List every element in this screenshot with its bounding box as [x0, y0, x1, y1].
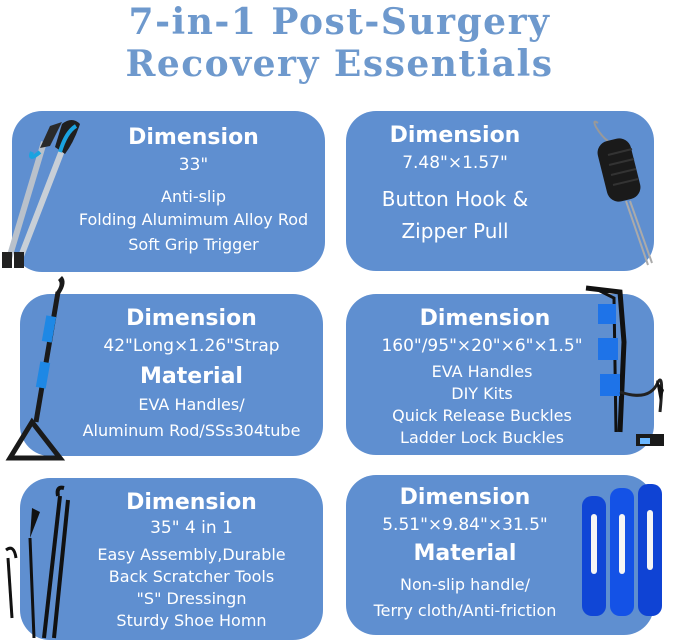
card-line: Button Hook & — [381, 187, 529, 211]
card-heading: Dimension — [419, 306, 551, 331]
card-line: Non-slip handle/ — [399, 575, 531, 594]
card-line: EVA Handles — [431, 362, 533, 381]
button-hook-image — [593, 120, 653, 266]
card-size: 33" — [178, 155, 209, 175]
leg-lifter-image — [5, 276, 66, 461]
card-leg-lifter: Dimension 42"Long×1.26"Strap Material EV… — [20, 294, 323, 456]
card-size: 35" 4 in 1 — [150, 518, 233, 538]
sock-aid-image — [582, 484, 662, 616]
card-reacher: Dimension 33" Anti-slip Folding Alumimum… — [12, 111, 325, 272]
card-size: 160"/95"×20"×6"×1.5" — [381, 336, 583, 356]
card-line: Quick Release Buckles — [392, 406, 572, 425]
card-heading: Dimension — [128, 125, 259, 150]
card-line: Aluminum Rod/SSs304tube — [82, 421, 301, 440]
card-heading-material: Material — [140, 364, 243, 389]
card-line: Ladder Lock Buckles — [400, 428, 564, 447]
card-heading: Dimension — [126, 306, 257, 331]
card-line: Sturdy Shoe Homn — [116, 611, 267, 630]
card-line: Soft Grip Trigger — [128, 235, 259, 254]
card-line: Easy Assembly,Durable — [97, 545, 286, 564]
page-title-line1: 7-in-1 Post-Surgery — [128, 1, 551, 43]
card-size: 42"Long×1.26"Strap — [103, 336, 280, 356]
card-line: Back Scratcher Tools — [108, 567, 275, 586]
card-line: DIY Kits — [451, 384, 513, 403]
dressing-stick-image — [5, 485, 70, 639]
card-dressing-kit: Dimension 35" 4 in 1 Easy Assembly,Durab… — [20, 478, 323, 640]
card-line: Zipper Pull — [401, 219, 509, 243]
card-heading-material: Material — [413, 541, 517, 566]
card-heading: Dimension — [389, 123, 521, 148]
card-line: Anti-slip — [161, 187, 226, 206]
page-title-line2: Recovery Essentials — [125, 43, 554, 85]
card-line: "S" Dressingn — [136, 589, 247, 608]
card-line: EVA Handles/ — [138, 395, 245, 414]
card-line: Terry cloth/Anti-friction — [373, 601, 557, 620]
card-line: Folding Alumimum Alloy Rod — [78, 210, 309, 229]
card-size: 5.51"×9.84"×31.5" — [382, 515, 548, 535]
card-size: 7.48"×1.57" — [402, 153, 508, 173]
card-heading: Dimension — [126, 490, 257, 515]
reacher-grabber-image — [2, 120, 80, 268]
card-heading: Dimension — [399, 485, 531, 510]
bed-ladder-image — [585, 285, 664, 446]
